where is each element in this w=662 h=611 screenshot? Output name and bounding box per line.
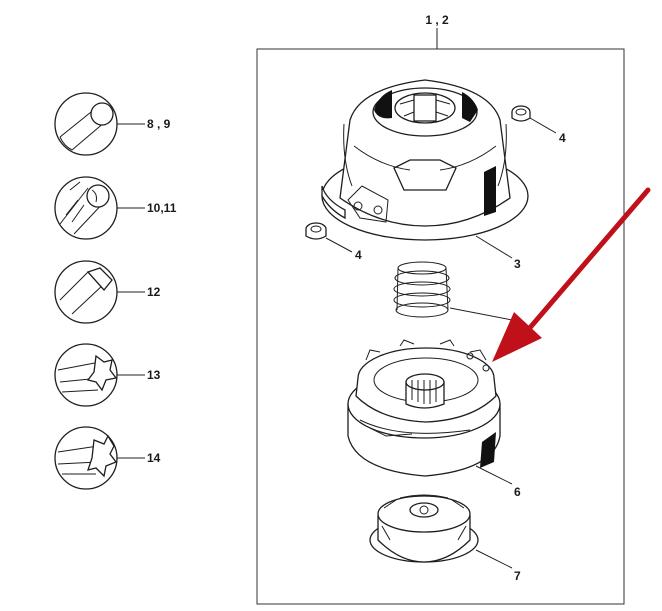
line-profile-cross-label: 14 [147,451,161,465]
eyelet-left-label: 4 [355,248,362,262]
knob-part [369,494,479,563]
eyelet-left-part [305,222,327,240]
cover-label: 3 [514,257,521,271]
knob-label: 7 [514,569,521,583]
spool-part [347,339,501,477]
line-profile-star: 13 [54,343,161,407]
line-profile-round: 8 , 9 [54,92,171,156]
assembly-label: 1 , 2 [425,13,449,27]
line-profile-twisted-label: 10,11 [147,201,177,215]
eyelet-right-label: 4 [559,131,566,145]
line-profile-cross: 14 [54,426,161,490]
spring-part [393,261,451,318]
line-profile-star-label: 13 [147,368,161,382]
line-profile-square-label: 12 [147,285,161,299]
assembly-frame [256,48,625,605]
line-profile-round-label: 8 , 9 [147,117,171,131]
line-profile-square: 12 [54,260,161,324]
red-arrow-icon [492,187,651,362]
line-profile-twisted: 10,11 [54,176,177,240]
cover-part [321,79,529,241]
eyelet-right-part [511,105,531,122]
spool-label: 6 [514,485,521,499]
